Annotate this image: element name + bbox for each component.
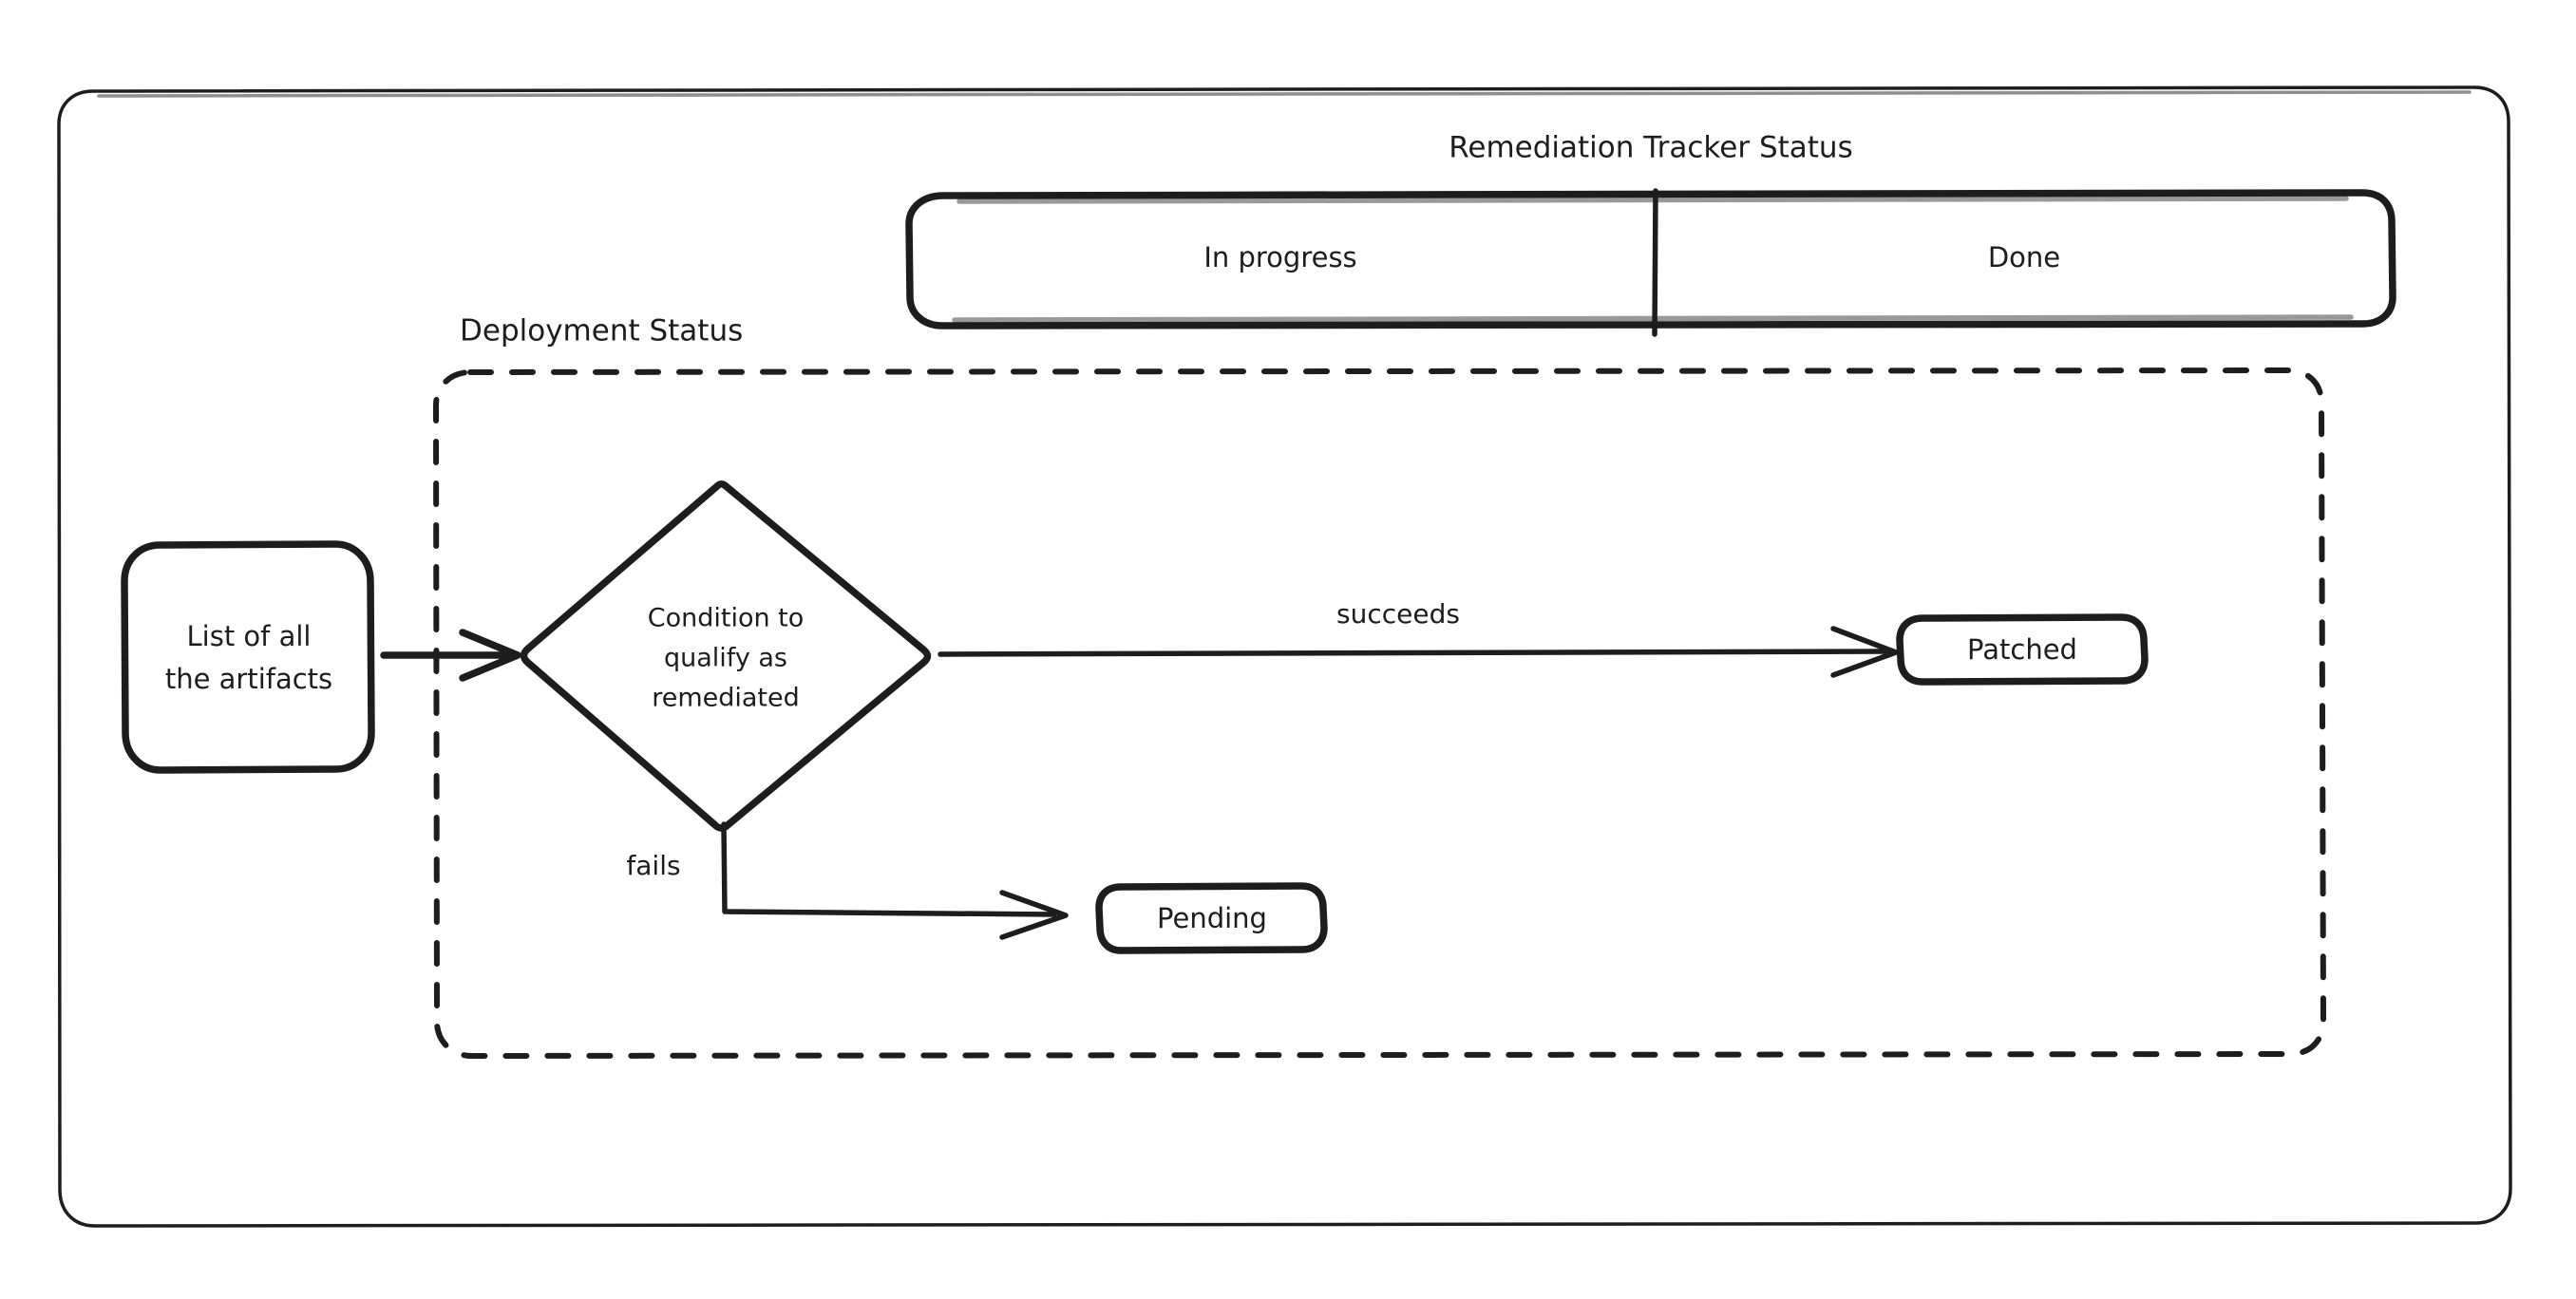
edge-label-succeeds: succeeds [1336,598,1460,630]
tracker-cell-done-label: Done [1988,241,2060,273]
edge-condition-to-pending [721,821,1069,940]
node-list-of-artifacts-line-1: List of all [187,620,312,652]
edge-artifacts-to-condition [380,629,521,682]
edge-condition-to-patched [938,626,1899,678]
node-pending[interactable]: Pending [1095,882,1328,954]
edge-label-fails: fails [626,850,680,881]
node-patched[interactable]: Patched [1896,613,2149,686]
node-condition-line-1: Condition to [648,604,805,633]
node-patched-label: Patched [1967,633,2077,666]
node-condition-line-2: qualify as [664,644,787,673]
outer-frame [57,85,2512,1228]
deployment-status-group-label: Deployment Status [460,314,743,348]
tracker-title: Remediation Tracker Status [1449,131,1852,165]
tracker-cell-in-progress-label: In progress [1203,241,1356,273]
node-condition-line-3: remediated [652,684,800,713]
node-list-of-artifacts[interactable]: List of all the artifacts [121,540,375,774]
node-condition-diamond[interactable]: Condition to qualify as remediated [520,480,932,832]
node-pending-label: Pending [1157,902,1267,934]
node-list-of-artifacts-line-2: the artifacts [165,663,332,695]
remediation-tracker-bar [905,188,2396,337]
deployment-status-container [433,367,2326,1059]
tracker-cell-divider [1652,188,1658,337]
